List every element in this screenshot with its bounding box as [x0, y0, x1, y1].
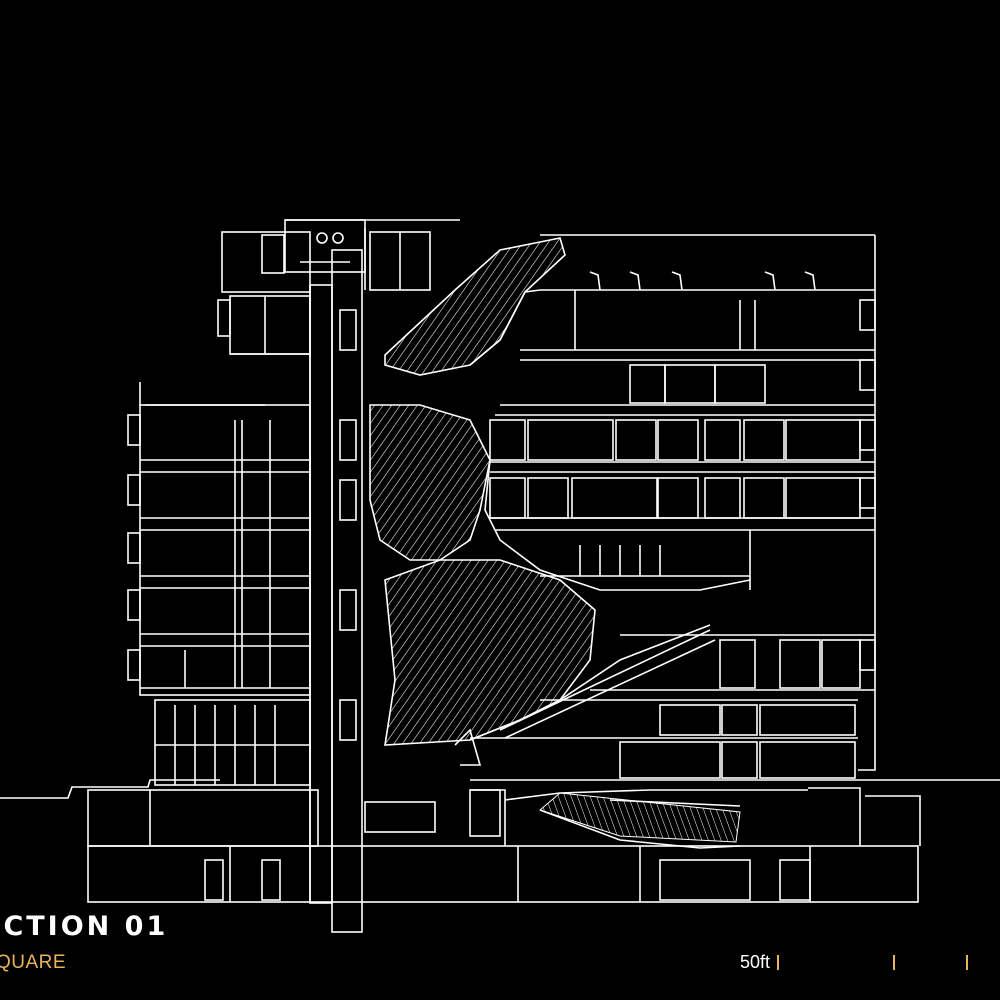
lower-right-block — [470, 634, 875, 781]
basement-levels — [87, 787, 921, 903]
scale-bar-tick — [893, 955, 895, 970]
left-wing — [127, 382, 311, 786]
drawing-title: ECTION 01 — [0, 911, 169, 942]
scale-bar-tick — [966, 955, 968, 970]
drawing-subtitle: QUARE — [0, 952, 67, 973]
roof — [285, 219, 875, 291]
upper-left-block — [217, 219, 366, 355]
right-wing — [489, 235, 876, 771]
atrium-void — [369, 237, 751, 766]
lower-auditorium — [504, 789, 808, 849]
scale-bar-tick — [777, 955, 779, 970]
scale-bar-label: 50ft — [740, 952, 771, 972]
ground-line — [0, 779, 1000, 799]
